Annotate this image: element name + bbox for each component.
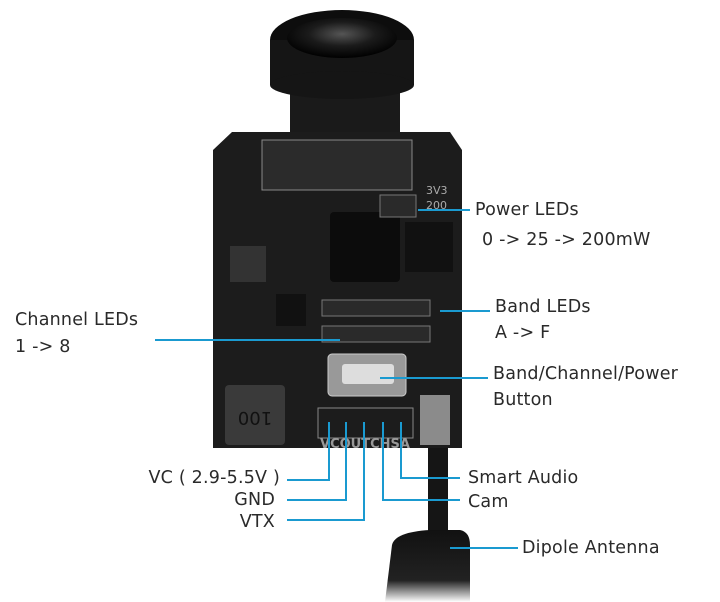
pcb-marking-200: 200 (426, 199, 447, 212)
channel-leds-detail: 1 -> 8 (15, 337, 71, 357)
dipole-antenna (385, 440, 470, 602)
smart-audio-label: Smart Audio (468, 468, 579, 488)
leader-lines (155, 209, 518, 549)
camera-lens (270, 10, 414, 145)
cam-label: Cam (468, 492, 509, 512)
inductor-marking: 100 (238, 407, 272, 428)
dipole-antenna-label: Dipole Antenna (522, 538, 660, 558)
pcb-board: 3V3 200 100 VCOUTCHSA (213, 132, 462, 452)
vtx-label: VTX (239, 512, 275, 532)
band-leds (321, 299, 431, 343)
pcb-marking-3v3: 3V3 (426, 184, 448, 197)
button-detail: Button (493, 390, 553, 410)
vc-label: VC ( 2.9-5.5V ) (148, 468, 280, 488)
channel-leds-label: Channel LEDs (15, 310, 139, 330)
power-leds-label: Power LEDs (475, 200, 579, 220)
gnd-label: GND (234, 490, 275, 510)
band-leds-label: Band LEDs (495, 297, 591, 317)
button-label: Band/Channel/Power (493, 364, 679, 384)
power-leds-detail: 0 -> 25 -> 200mW (482, 230, 651, 250)
band-leds-detail: A -> F (495, 323, 551, 343)
